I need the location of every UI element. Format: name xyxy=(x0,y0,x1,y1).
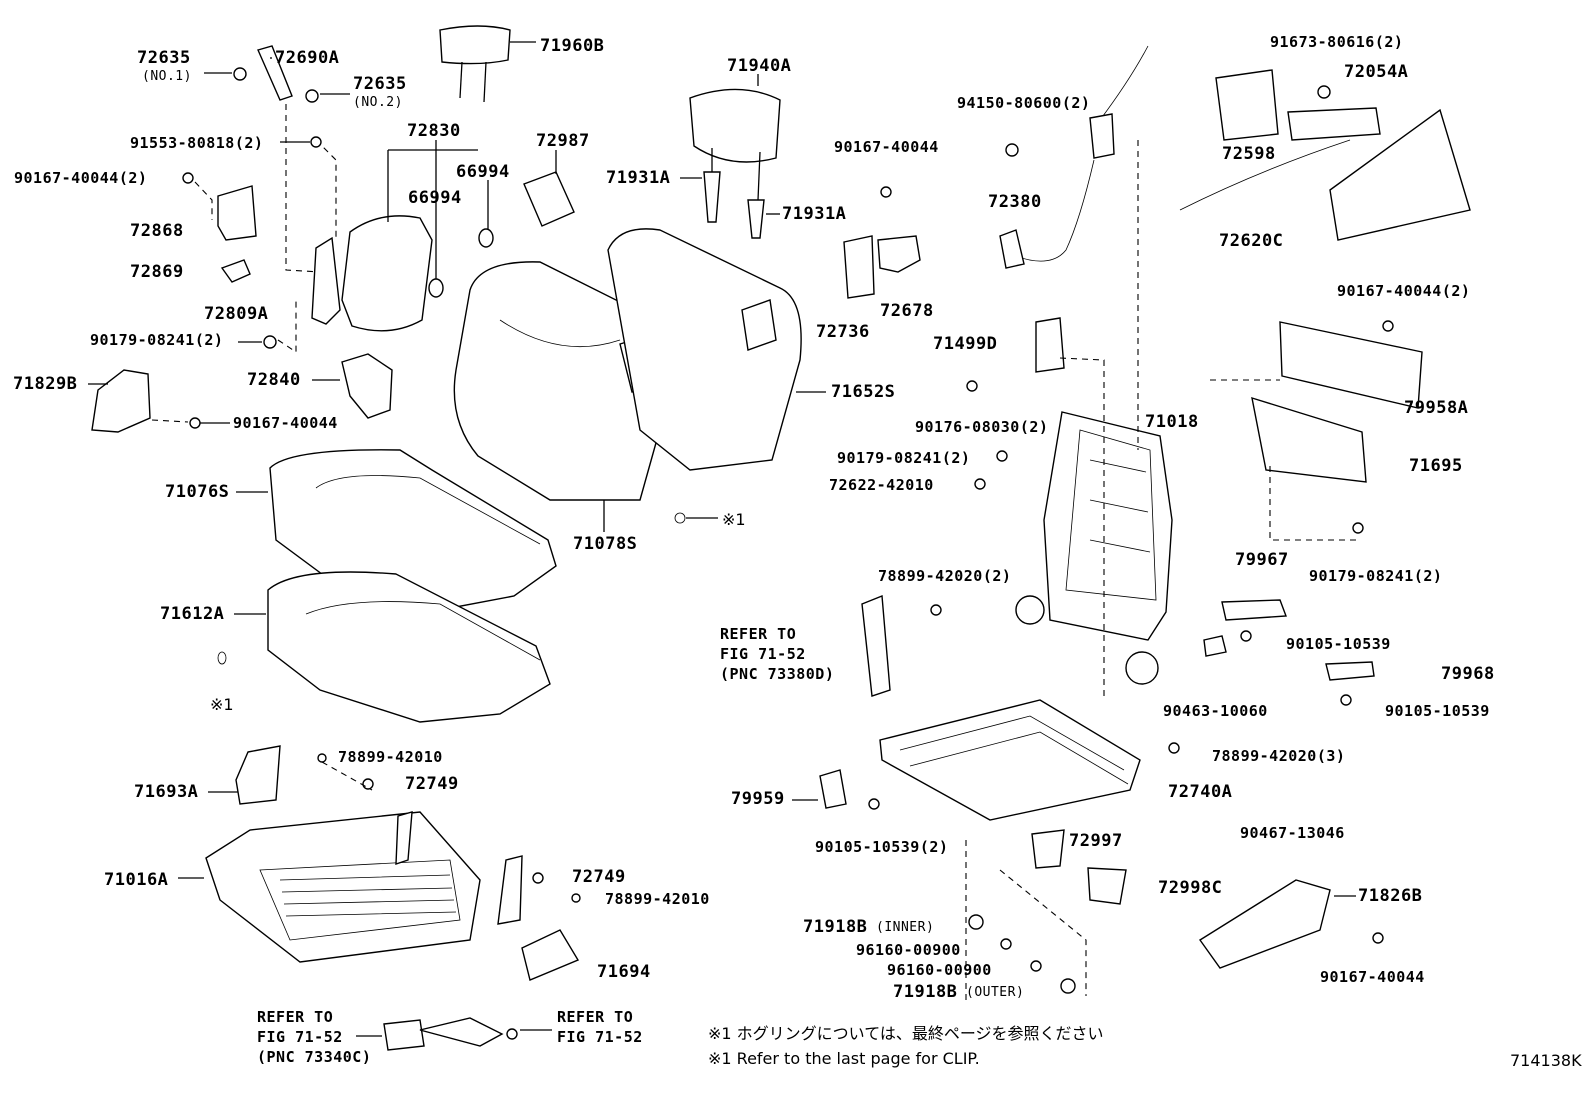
part-label-ref-71-52-b1: REFER TO xyxy=(257,1008,334,1026)
seatback-group xyxy=(453,228,826,532)
part-label-72678: 72678 xyxy=(880,301,934,321)
part-label-71078S: 71078S xyxy=(573,534,638,554)
part-label-72635-no1: 72635 xyxy=(137,48,191,68)
part-label-91553: 91553-80818(2) xyxy=(130,134,264,152)
side-covers-group xyxy=(868,320,1423,944)
part-label-71918B-inner: 71918B xyxy=(803,917,868,937)
part-label-90179-08241-2b: 90179-08241(2) xyxy=(837,449,971,467)
part-label-72830: 72830 xyxy=(407,121,461,141)
part-label-footnote-en: ※1 Refer to the last page for CLIP. xyxy=(708,1049,980,1068)
part-label-72622: 72622-42010 xyxy=(829,476,934,494)
part-label-71499D: 71499D xyxy=(933,334,998,354)
part-label-66994b: 66994 xyxy=(408,188,462,208)
part-label-72869: 72869 xyxy=(130,262,184,282)
part-label-90105-10539-2: 90105-10539(2) xyxy=(815,838,949,856)
part-label-90179-08241-2a: 90179-08241(2) xyxy=(90,331,224,349)
part-label-72840: 72840 xyxy=(247,370,301,390)
part-label-72620C: 72620C xyxy=(1219,231,1284,251)
part-label-90167-40044-b: 90167-40044 xyxy=(233,414,338,432)
part-label-90176: 90176-08030(2) xyxy=(915,418,1049,436)
part-label-71829B: 71829B xyxy=(13,374,78,394)
part-label-94150: 94150-80600(2) xyxy=(957,94,1091,112)
part-label-90167-40044-c: 90167-40044 xyxy=(1320,968,1425,986)
part-label-66994a: 66994 xyxy=(456,162,510,182)
part-label-71695: 71695 xyxy=(1409,456,1463,476)
seat-track-group xyxy=(792,594,1356,1000)
part-label-71918B-inner-sub: (INNER) xyxy=(876,920,935,935)
part-label-71018: 71018 xyxy=(1145,412,1199,432)
part-label-72635-no2-sub: (NO.2) xyxy=(353,95,403,110)
part-label-72736: 72736 xyxy=(816,322,870,342)
part-label-71931A-b: 71931A xyxy=(782,204,847,224)
seat-belt-group xyxy=(356,1017,552,1051)
part-label-79968: 79968 xyxy=(1441,664,1495,684)
part-label-72749-b: 72749 xyxy=(572,867,626,887)
part-label-ref-71-52-a1: REFER TO xyxy=(720,625,797,643)
part-label-drawing-code: 714138K xyxy=(1510,1051,1582,1070)
part-label-72598: 72598 xyxy=(1222,144,1276,164)
part-label-72380: 72380 xyxy=(988,192,1042,212)
part-label-71652S: 71652S xyxy=(831,382,896,402)
part-label-71918B-outer: 71918B xyxy=(893,982,958,1002)
part-label-72690A: 72690A xyxy=(275,48,340,68)
seat-lock-cover-group xyxy=(88,45,350,433)
part-label-79958A: 79958A xyxy=(1404,398,1469,418)
seatback-frame-group xyxy=(1015,140,1173,700)
part-label-71826B: 71826B xyxy=(1358,886,1423,906)
part-label-71960B: 71960B xyxy=(540,36,605,56)
part-label-79967: 79967 xyxy=(1235,550,1289,570)
part-label-ref-71-52-b2: FIG 71-52 xyxy=(257,1028,343,1046)
part-label-90167-40044-2a: 90167-40044(2) xyxy=(14,169,148,187)
part-label-71016A: 71016A xyxy=(104,870,169,890)
part-label-90167-40044-2b: 90167-40044(2) xyxy=(1337,282,1471,300)
cushion-frame-group xyxy=(178,745,581,981)
part-label-90179-08241-2c: 90179-08241(2) xyxy=(1309,567,1443,585)
part-label-78899-42010-b: 78899-42010 xyxy=(605,890,710,908)
part-label-78899-42020-3: 78899-42020(3) xyxy=(1212,747,1346,765)
release-mechanism-group xyxy=(843,45,1471,299)
part-label-78899-42020-2: 78899-42020(2) xyxy=(878,567,1012,585)
part-label-71076S: 71076S xyxy=(165,482,230,502)
part-label-ref-71-52-c1: REFER TO xyxy=(557,1008,634,1026)
part-label-71612A: 71612A xyxy=(160,604,225,624)
part-label-72740A: 72740A xyxy=(1168,782,1233,802)
part-label-72987: 72987 xyxy=(536,131,590,151)
part-label-72997: 72997 xyxy=(1069,831,1123,851)
part-label-90105-10539-b: 90105-10539 xyxy=(1385,702,1490,720)
part-label-72998C: 72998C xyxy=(1158,878,1223,898)
part-label-footnote-jp: ※1 ホグリングについては、最終ページを参照ください xyxy=(708,1024,1104,1043)
part-label-72054A: 72054A xyxy=(1344,62,1409,82)
part-label-ref-71-52-a3: (PNC 73380D) xyxy=(720,665,835,683)
part-label-90467: 90467-13046 xyxy=(1240,824,1345,842)
headrest-group xyxy=(439,25,781,239)
part-label-78899-42010-a: 78899-42010 xyxy=(338,748,443,766)
part-label-90105-10539-a: 90105-10539 xyxy=(1286,635,1391,653)
part-label-71931A-a: 71931A xyxy=(606,168,671,188)
part-label-72809A: 72809A xyxy=(204,304,269,324)
part-label-72749-a: 72749 xyxy=(405,774,459,794)
part-label-71918B-outer-sub: (OUTER) xyxy=(966,985,1025,1000)
cushion-group xyxy=(217,449,557,723)
part-label-79959: 79959 xyxy=(731,789,785,809)
part-label-71940A: 71940A xyxy=(727,56,792,76)
part-label-71694: 71694 xyxy=(597,962,651,982)
part-label-72635-no1-sub: (NO.1) xyxy=(142,69,192,84)
part-label-96160-b: 96160-00900 xyxy=(887,961,992,979)
armrest-group xyxy=(312,140,575,419)
part-label-96160-a: 96160-00900 xyxy=(856,941,961,959)
part-label-ref-71-52-b3: (PNC 73340C) xyxy=(257,1048,372,1066)
part-label-note1-b: ※1 xyxy=(210,695,234,714)
part-label-note1-a: ※1 xyxy=(722,510,746,529)
part-label-90167-40044-a: 90167-40044 xyxy=(834,138,939,156)
part-label-ref-71-52-c2: FIG 71-52 xyxy=(557,1028,643,1046)
part-label-ref-71-52-a2: FIG 71-52 xyxy=(720,645,806,663)
part-label-90463: 90463-10060 xyxy=(1163,702,1268,720)
part-label-72868: 72868 xyxy=(130,221,184,241)
part-label-72635-no2: 72635 xyxy=(353,74,407,94)
part-label-91673: 91673-80616(2) xyxy=(1270,33,1404,51)
part-label-71693A: 71693A xyxy=(134,782,199,802)
